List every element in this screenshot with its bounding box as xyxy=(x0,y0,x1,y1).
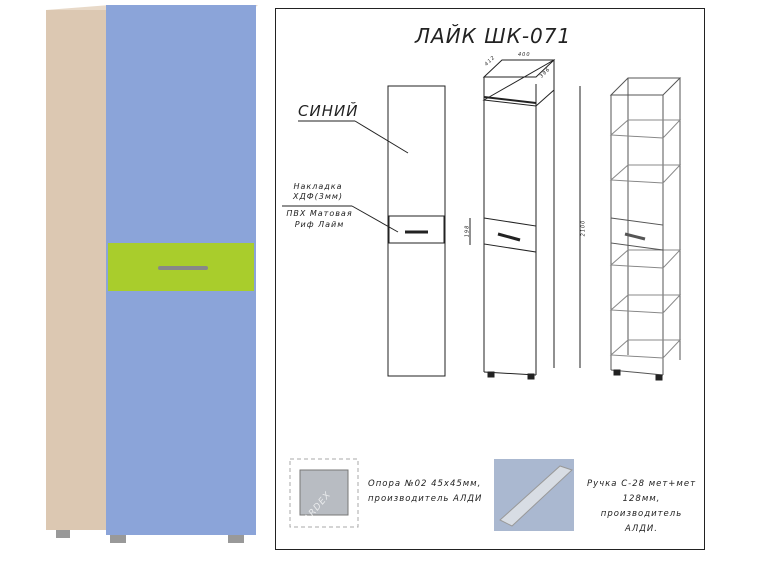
leg-name: Опора №02 45х45мм, xyxy=(368,479,482,489)
dim-width: 400 xyxy=(518,52,531,58)
overlay-line1: Накладка xyxy=(293,182,343,191)
overlay-label: Накладка ХДФ(3мм) xyxy=(290,182,346,202)
handle xyxy=(158,266,208,270)
handle-name: Ручка С-28 мет+мет xyxy=(586,479,697,489)
color-label: СИНИЙ xyxy=(298,102,359,120)
dim-height: 2100 xyxy=(580,219,587,237)
leg-description: Опора №02 45х45мм, производитель АЛДИ xyxy=(368,477,482,507)
drawing-frame xyxy=(275,8,705,550)
pvc-line2: Риф Лайм xyxy=(294,220,345,229)
handle-description: Ручка С-28 мет+мет 128мм, производитель … xyxy=(584,477,699,537)
overlay-line2: ХДФ(3мм) xyxy=(292,192,344,201)
handle-detail2: АЛДИ. xyxy=(625,524,658,534)
leg-detail: производитель АЛДИ xyxy=(368,494,483,504)
leg xyxy=(110,535,126,543)
pvc-line1: ПВХ Матовая xyxy=(286,209,353,218)
pvc-label: ПВХ Матовая Риф Лайм xyxy=(282,208,357,230)
handle-detail: 128мм, производитель xyxy=(600,494,683,519)
drawing-title: ЛАЙК ШК-071 xyxy=(415,24,572,48)
dim-drawer-height: 198 xyxy=(464,224,471,238)
